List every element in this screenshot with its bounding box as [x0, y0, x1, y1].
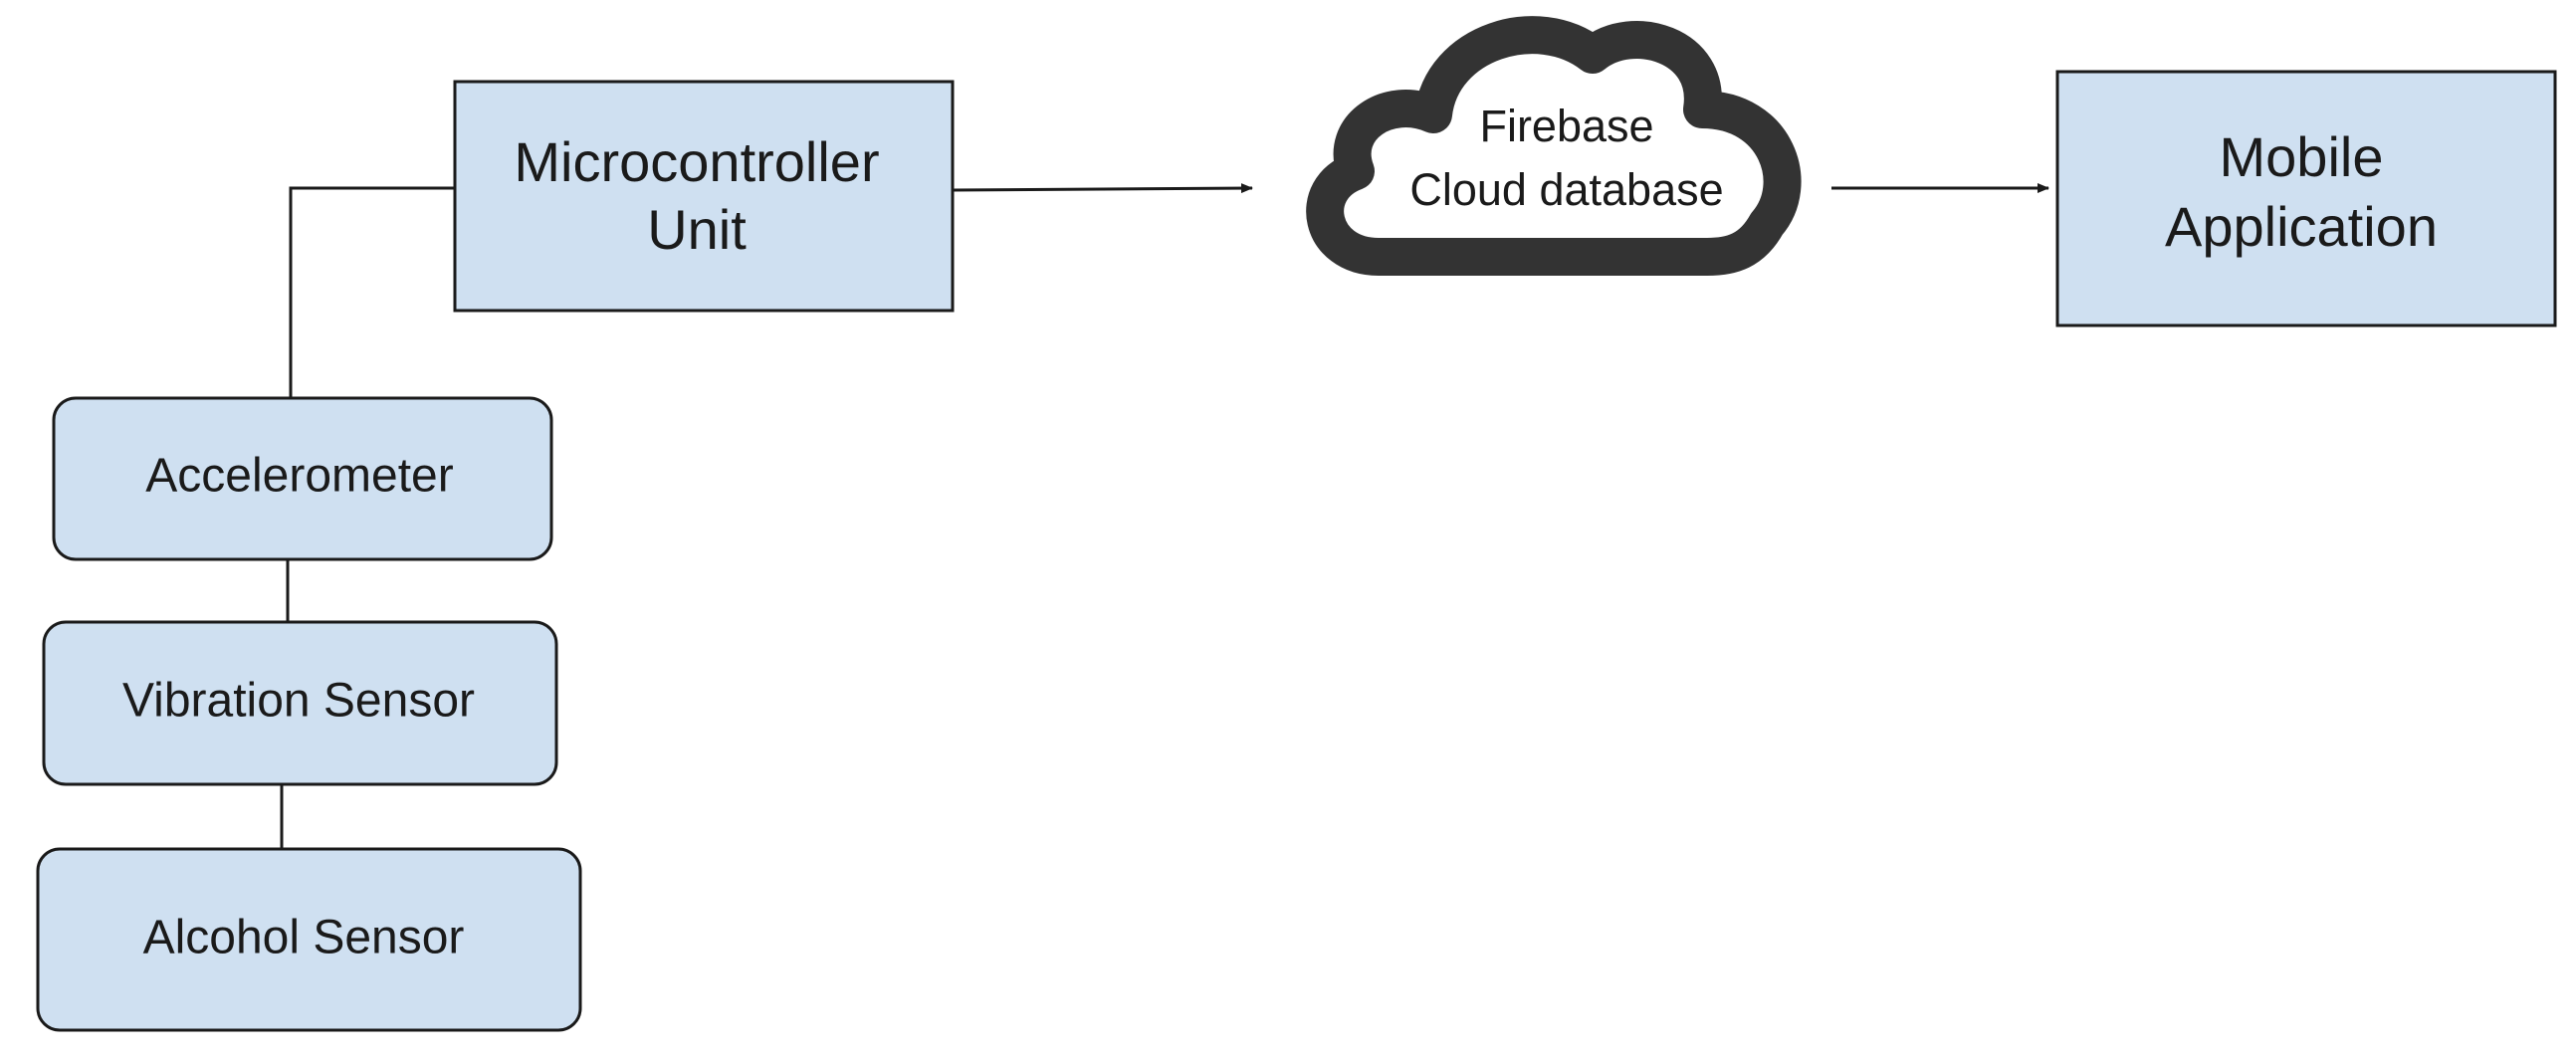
cloud-icon — [1306, 16, 1802, 276]
cloud-label-line2: Cloud database — [1409, 164, 1723, 215]
mobile-application-node: Mobile Application — [2055, 70, 2557, 327]
alcohol-sensor-label: Alcohol Sensor — [143, 912, 465, 964]
microcontroller-unit-node: Microcontroller Unit — [453, 80, 955, 313]
mobile-label-line1: Mobile — [2220, 125, 2384, 188]
alcohol-sensor-node: Alcohol Sensor — [36, 847, 582, 1032]
mobile-label-line2: Application — [2165, 195, 2438, 258]
firebase-cloud-node: Firebase Cloud database — [1306, 16, 1802, 276]
accelerometer-label: Accelerometer — [145, 450, 453, 503]
mcu-to-accelerometer-connector — [289, 186, 455, 398]
microcontroller-label-line2: Unit — [647, 198, 747, 261]
vibration-sensor-label: Vibration Sensor — [122, 675, 475, 728]
microcontroller-label-line1: Microcontroller — [514, 130, 879, 193]
vibration-sensor-node: Vibration Sensor — [42, 620, 558, 786]
mcu-to-cloud-arrow — [952, 183, 1253, 194]
cloud-label-line1: Firebase — [1479, 101, 1653, 151]
accelerometer-node: Accelerometer — [52, 396, 553, 561]
